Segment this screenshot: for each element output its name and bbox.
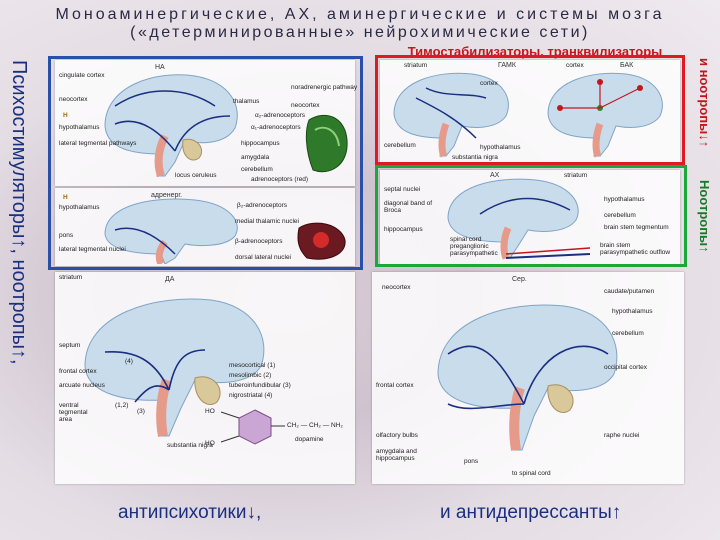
label-path-12: (1,2)	[115, 402, 129, 409]
brain-illustration-adr	[104, 198, 238, 264]
panel-gaba: striatum ГАМК cortex БАК cortex cerebell…	[380, 60, 680, 162]
label-gaba-substantia-nigra: substantia nigra	[452, 154, 498, 161]
label-locus-ceruleus: locus ceruleus	[175, 172, 217, 179]
label-ach-striatum: striatum	[564, 172, 588, 179]
bottom-label-antidepressants: и антидепрессанты↑	[440, 502, 622, 523]
label-dopamine: dopamine	[295, 436, 324, 443]
panel-dopamine: ДА striatum septum frontal cortex arcuat…	[55, 272, 355, 484]
label-ser-pons: pons	[464, 458, 479, 465]
label-diagonal-band: diagonal band of Broca	[384, 200, 433, 214]
brain-illustration-na	[104, 74, 238, 178]
frame-red-gaba	[375, 55, 685, 165]
label-arcuate-nucleus: arcuate nucleus	[59, 382, 105, 389]
label-medial-thalamic: medial thalamic nuclei	[235, 218, 299, 225]
label-gaba-hypothalamus: hypothalamus	[480, 144, 521, 151]
label-mesolimbic: mesolimbic (2)	[229, 372, 272, 379]
label-pons: pons	[59, 232, 74, 239]
label-brain-stem-tegmentum: brain stem tegmentum	[604, 224, 669, 231]
dopamine-molecule	[220, 409, 285, 445]
label-mesocortical: mesocortical (1)	[229, 362, 276, 369]
label-nigrostriatal: nigrostriatal (4)	[229, 392, 273, 399]
label-hippocampus: hippocampus	[241, 140, 280, 147]
label-neocortex-2: neocortex	[291, 102, 320, 109]
label-a2-adrenoceptors: α₂-adrenoceptors	[255, 112, 306, 119]
label-spinal-cord: spinal cord preganglionic parasympatheti…	[450, 236, 498, 257]
label-raphe-nuclei: raphe nuclei	[604, 432, 640, 439]
label-adr-hypothalamus: hypothalamus	[59, 204, 100, 211]
label-lateral-tegmental-nuclei: lateral tegmental nuclei	[59, 246, 126, 253]
label-bak: БАК	[620, 62, 634, 69]
label-septum: septum	[59, 342, 81, 349]
panel-noradrenergic: НА cingulate cortex neocortex hypothalam…	[55, 60, 358, 186]
brain-section-green	[305, 115, 348, 173]
label-ach-cerebellum: cerebellum	[604, 212, 636, 219]
label-ch2-chain: CH₂ — CH₂ — NH₂	[287, 422, 343, 429]
label-amygdala-hippocampus: amygdala and hippocampus	[376, 448, 417, 462]
title-line-1: Моноаминергические, АХ, аминергические и…	[55, 6, 665, 23]
label-adrenoceptors: adrenoceptors (red)	[251, 176, 309, 183]
label-neocortex: neocortex	[59, 96, 88, 103]
brain-section-red	[297, 222, 346, 260]
label-ser-frontal-cortex: frontal cortex	[376, 382, 414, 389]
brain-illustration-gaba-1	[393, 72, 509, 158]
label-dorsal-lateral: dorsal lateral nuclei	[235, 254, 292, 261]
label-gaba-cortex: cortex	[566, 62, 584, 69]
panel-title-ach: АХ	[490, 172, 500, 179]
label-to-spinal-cord: to spinal cord	[512, 470, 551, 477]
label-gaba-cerebellum: cerebellum	[384, 142, 416, 149]
panel-title-na: НА	[155, 64, 165, 71]
label-thalamus: thalamus	[233, 98, 260, 105]
label-ach-hippocampus: hippocampus	[384, 226, 423, 233]
label-ser-cerebellum: cerebellum	[612, 330, 644, 337]
label-cingulate-cortex: cingulate cortex	[59, 72, 105, 79]
panel-serotonin: Сер. neocortex caudate/putamen hypothala…	[372, 272, 684, 484]
label-ho-2: HO	[205, 440, 215, 447]
right-side-label-nootropics: Ноотропы↑	[697, 180, 712, 253]
brain-illustration-da	[84, 298, 265, 437]
right-side-label-top: и ноотропы↓↑	[697, 58, 712, 148]
label-ho-1: HO	[205, 408, 215, 415]
label-cerebellum: cerebellum	[241, 166, 273, 173]
label-a1-adrenoceptors: α₁-adrenoceptors	[251, 124, 301, 131]
label-noradrenergic-pathway: noradrenergic pathway	[291, 84, 358, 91]
label-lateral-tegmental: lateral tegmental pathways	[59, 140, 137, 147]
label-ventral-tegmental: ventral tegmental area	[59, 402, 88, 423]
label-ser-neocortex: neocortex	[382, 284, 411, 291]
label-b2-adrenoceptors: β₂-adrenoceptors	[237, 202, 287, 209]
label-amygdala: amygdala	[241, 154, 270, 161]
label-caudate-putamen: caudate/putamen	[604, 288, 655, 295]
title-line-2: («детерминированные» нейрохимические сет…	[130, 24, 590, 41]
bottom-label-antipsychotics: антипсихотики↓,	[118, 502, 262, 523]
label-adr-h-marker: H	[63, 194, 68, 201]
label-parasympathetic-outflow: brain stem parasympathetic outflow	[600, 242, 671, 256]
label-da-striatum: striatum	[59, 274, 83, 281]
label-tuberoinfundibular: tuberoinfundibular (3)	[229, 382, 291, 389]
brain-illustration-ser	[437, 304, 618, 451]
label-ser-hypothalamus: hypothalamus	[612, 308, 653, 315]
label-gaba-cortex-2: cortex	[480, 80, 498, 87]
brain-illustration-gaba-2	[547, 72, 663, 158]
label-h-marker: H	[63, 112, 68, 119]
frame-green-ach	[375, 165, 687, 267]
frame-blue-monoamines	[48, 56, 363, 270]
label-septal-nuclei: septal nuclei	[384, 186, 421, 193]
label-b-adrenoceptors: β-adrenoceptors	[235, 238, 283, 245]
label-path-4: (4)	[125, 358, 133, 365]
label-substantia-nigra: substantia nigra	[167, 442, 213, 449]
label-gaba-striatum: striatum	[404, 62, 428, 69]
brain-illustration-ach	[447, 178, 590, 260]
panel-title-adr: адренерг.	[151, 192, 183, 199]
panel-title-da: ДА	[165, 276, 175, 283]
label-path-3: (3)	[137, 408, 145, 415]
left-side-label: Психостимуляторы↑, ноотропы↑,	[8, 60, 30, 365]
panel-title-ser: Сер.	[512, 276, 527, 283]
panel-acetylcholine: АХ septal nuclei striatum diagonal band …	[380, 170, 680, 264]
label-frontal-cortex: frontal cortex	[59, 368, 97, 375]
panel-title-gaba: ГАМК	[498, 62, 516, 69]
label-hypothalamus: hypothalamus	[59, 124, 100, 131]
label-olfactory-bulbs: olfactory bulbs	[376, 432, 418, 439]
panel-adrenergic: адренерг. hypothalamus β₂-adrenoceptors …	[55, 188, 355, 266]
label-occipital-cortex: occipital cortex	[604, 364, 647, 371]
label-ach-hypothalamus: hypothalamus	[604, 196, 645, 203]
